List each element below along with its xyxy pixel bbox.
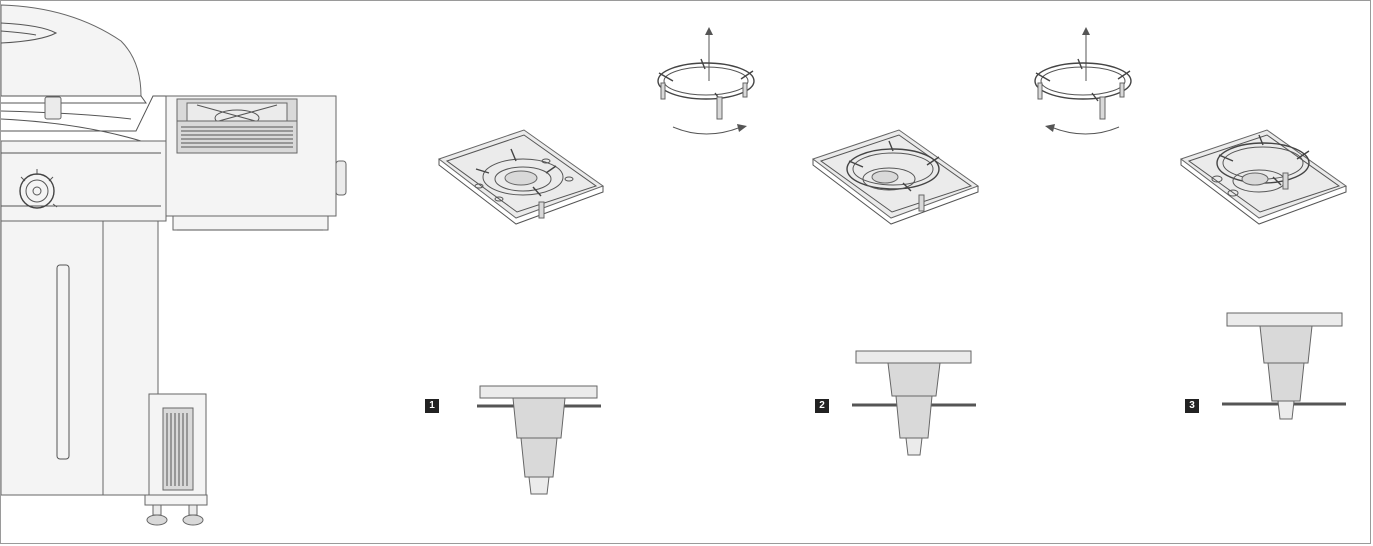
pin-section-1 xyxy=(477,385,601,495)
pin-section-3 xyxy=(1222,312,1346,420)
burner-tray-2 xyxy=(811,129,980,225)
burner-ring-lifted-1 xyxy=(657,27,755,135)
grill-illustration xyxy=(1,4,347,526)
burner-ring-lifted-2 xyxy=(1034,27,1132,135)
burner-tray-3 xyxy=(1179,129,1348,225)
side-burner-grate xyxy=(181,126,293,148)
pedal-ribs xyxy=(166,413,188,486)
pin-section-2 xyxy=(852,350,976,456)
step-badge-2: 2 xyxy=(815,399,829,413)
burner-tray-1 xyxy=(437,129,605,225)
step-badge-1: 1 xyxy=(425,399,439,413)
step-badge-3: 3 xyxy=(1185,399,1199,413)
